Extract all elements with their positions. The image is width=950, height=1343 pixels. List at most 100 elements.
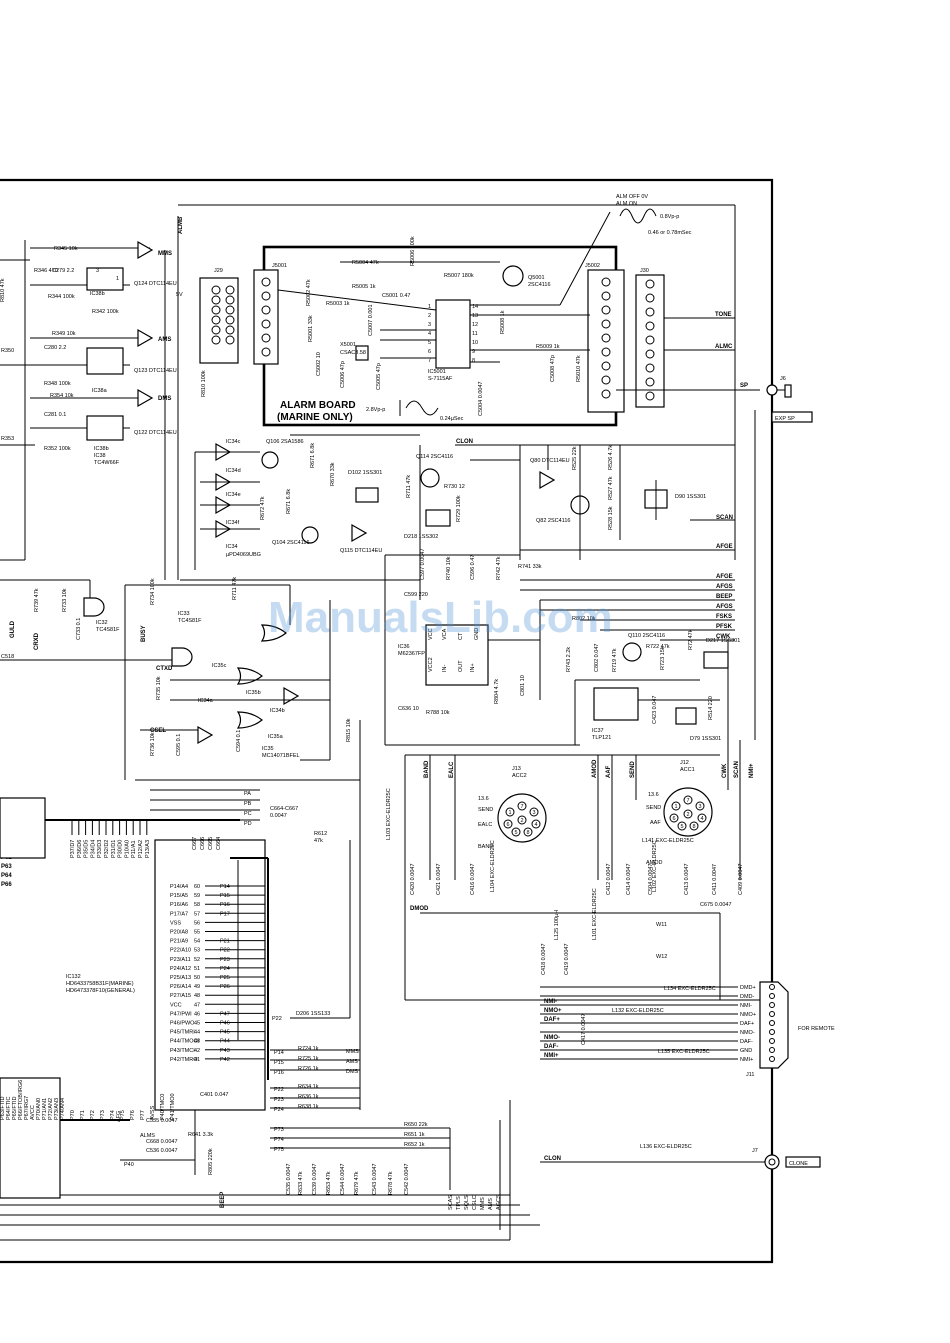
c5008-label: C5008 47p bbox=[550, 355, 556, 382]
ic132-pin-number: 41 bbox=[194, 1057, 200, 1063]
bottom-part-label: R634 1k bbox=[298, 1084, 319, 1090]
c597-label: C597 0.0047 bbox=[420, 549, 426, 581]
remote-pin-label: DAF- bbox=[740, 1039, 753, 1045]
j6-exp-sp: EXP SP bbox=[775, 416, 795, 422]
ic132-net: P23 bbox=[220, 957, 230, 963]
ic36-pin: VCC2 bbox=[428, 657, 434, 672]
ic132-pin-number: 51 bbox=[194, 966, 200, 972]
ic132-pin-number: 59 bbox=[194, 893, 200, 899]
ic132-pin-number: 56 bbox=[194, 920, 200, 926]
ic132-part-marine: HD6433758B31F(MARINE) bbox=[66, 981, 134, 987]
q124-label: Q124 DTC114EU bbox=[134, 281, 177, 287]
ic33-ref: IC33 bbox=[178, 611, 190, 617]
connector-pin bbox=[645, 377, 655, 387]
ic38-section: R345 10k R346 470 C279 2.2 R344 100k R34… bbox=[30, 216, 184, 580]
din-pin-number: 1 bbox=[509, 810, 512, 816]
ic5001-pin: 6 bbox=[428, 349, 431, 355]
acc-cap-label: C418 0.0047 bbox=[541, 944, 547, 976]
bus-cap-label: C665 bbox=[208, 837, 214, 850]
ic132-leftcut-port: P64/FTIC bbox=[6, 1096, 12, 1120]
r5008-label: R5008 1k bbox=[500, 310, 506, 334]
j6-expsp: J6 EXP SP bbox=[766, 376, 813, 423]
din-pin bbox=[517, 815, 527, 825]
ic5001-pin: 3 bbox=[428, 322, 431, 328]
bottom-part-label: R638 1k bbox=[298, 1104, 319, 1110]
ic132-topbus: P34/D4 bbox=[90, 840, 96, 858]
alarm-board-wave-period: 0.24µSec bbox=[440, 416, 464, 422]
connector-pin bbox=[601, 389, 611, 399]
ic34a-ref: IC34a bbox=[198, 698, 214, 704]
ic132-left-bottom bbox=[0, 1077, 61, 1199]
ic132-port: P47/PWI bbox=[170, 1011, 192, 1017]
r5005-label: R5005 1k bbox=[352, 284, 376, 290]
connector-pin bbox=[645, 321, 655, 331]
bottom-net-label: P24 bbox=[274, 1107, 284, 1113]
ic132-pin-number: 42 bbox=[194, 1048, 200, 1054]
label-dmod: DMOD bbox=[410, 906, 429, 912]
remote-bus-label: NMI- bbox=[544, 999, 557, 1005]
ic35a-ref: IC35a bbox=[268, 734, 284, 740]
ic34b-inv bbox=[283, 686, 300, 706]
ic36-pin: VCA bbox=[442, 628, 448, 640]
j30-connector: J30 bbox=[635, 268, 665, 408]
bottom-part-label: C668 0.0047 bbox=[146, 1139, 178, 1145]
remote-bus-label: NMO+ bbox=[544, 1008, 562, 1014]
r711-label: R711 47k bbox=[406, 475, 412, 498]
l102-label: L102 EXC-ELDR25C bbox=[652, 840, 658, 892]
r739-label: R739 47k bbox=[34, 588, 40, 612]
din-pin bbox=[503, 819, 513, 829]
ic132-net: P14 bbox=[220, 884, 230, 890]
ic36-ref: IC36 bbox=[398, 644, 410, 650]
ic36-pin: IN- bbox=[442, 665, 448, 673]
j5001-label: J5001 bbox=[272, 263, 287, 269]
ic36-chip bbox=[425, 624, 489, 686]
connector-pin bbox=[211, 325, 221, 335]
remote-bus-label: DAF- bbox=[544, 1044, 558, 1050]
d206-label: D206 1SS133 bbox=[296, 1011, 330, 1017]
din-pin-number: 2 bbox=[521, 818, 524, 824]
r730-label: R730 12 bbox=[444, 484, 465, 490]
ic38a-label: IC38a bbox=[92, 388, 108, 394]
j12-amod: AMOD bbox=[646, 860, 663, 866]
ic132-port: VSS bbox=[170, 920, 181, 926]
r5003-label: R5003 1k bbox=[326, 301, 350, 307]
j12-label: J12 bbox=[680, 760, 689, 766]
r722-label: R722 47k bbox=[646, 644, 670, 650]
r527-label: R527 47k bbox=[608, 476, 614, 500]
r743-label: R743 2.2k bbox=[566, 647, 572, 672]
l135-label: L135 EXC-ELDR25C bbox=[658, 1049, 710, 1055]
r348-label: R348 100k bbox=[44, 381, 71, 387]
ic36-pin: CT bbox=[458, 632, 464, 640]
remote-bus-label: NMI+ bbox=[544, 1053, 559, 1059]
bus-label-right: CLON bbox=[456, 439, 473, 445]
ic132-left-cut bbox=[0, 797, 46, 859]
ic32-part: TC4S81F bbox=[96, 627, 120, 633]
r612-label: R612 bbox=[314, 831, 327, 837]
r736-label: R736 10k bbox=[150, 732, 156, 756]
bottom-part-label: R679 47k bbox=[354, 1171, 360, 1195]
ic37-chip bbox=[593, 687, 639, 721]
ic5001-chip bbox=[435, 299, 471, 369]
q123-label: Q123 DTC114EU bbox=[134, 368, 177, 374]
connector-pin bbox=[211, 285, 221, 295]
ic132-net: P43 bbox=[220, 1048, 230, 1054]
bottom-part-label: R724 1k bbox=[298, 1046, 319, 1052]
ic132-port: P25/A13 bbox=[170, 975, 191, 981]
ic5001-pin: 1 bbox=[428, 304, 431, 310]
label-5v: 5V bbox=[176, 292, 183, 298]
ic132-port: VCC bbox=[170, 1002, 182, 1008]
connector-pin bbox=[261, 277, 271, 287]
bottom-part-label: C544 0.0047 bbox=[340, 1164, 346, 1196]
acc-vlabel: NMI+ bbox=[749, 763, 755, 778]
din-pin bbox=[683, 809, 693, 819]
ic35-part: MC14071BFEL bbox=[262, 753, 300, 759]
bottom-net-label: P73 bbox=[274, 1127, 284, 1133]
ic132-leftcut-port: P72/AN2 bbox=[48, 1098, 54, 1120]
l132-label: L132 EXC-ELDR25C bbox=[612, 1008, 664, 1014]
c280-label: C280 2.2 bbox=[44, 345, 66, 351]
l101-label: L101 EXC-ELDR25C bbox=[592, 888, 598, 940]
din-pin bbox=[523, 827, 533, 837]
ic132-net: P44 bbox=[220, 1039, 230, 1045]
c599-label: C599 220 bbox=[404, 592, 428, 598]
